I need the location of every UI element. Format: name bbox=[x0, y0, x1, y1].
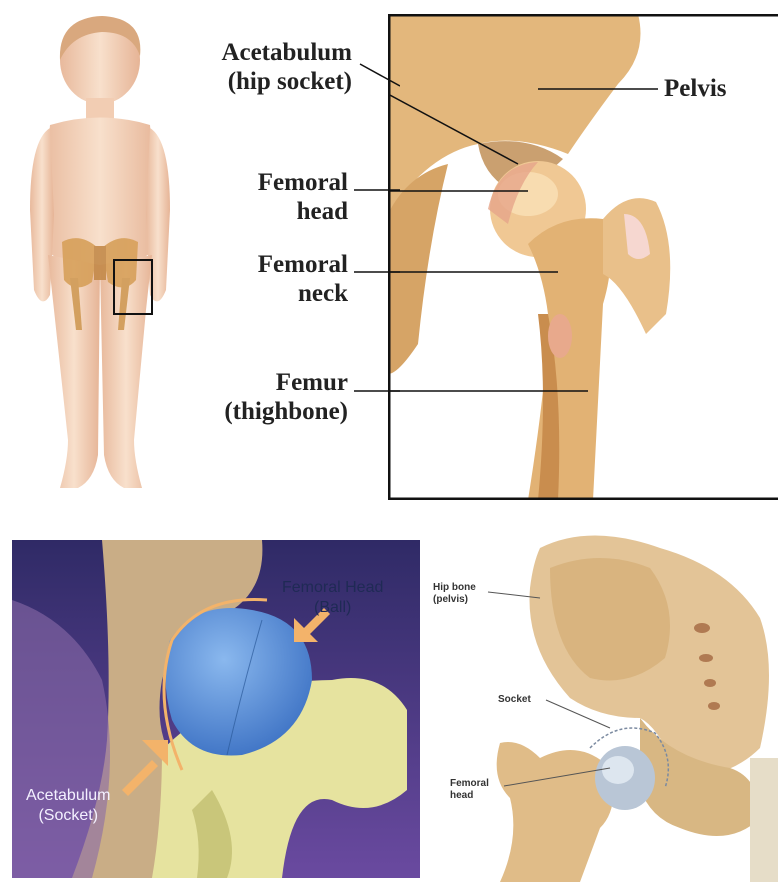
label-3d-femoral-head: Femoral Head (Ball) bbox=[282, 578, 383, 618]
pointer-leaders bbox=[340, 60, 400, 400]
pelvis-socket-illustration bbox=[430, 528, 778, 882]
label-socket: Socket bbox=[498, 694, 531, 706]
label-femur: Femur (thighbone) bbox=[224, 368, 348, 426]
label-acetabulum: Acetabulum (hip socket) bbox=[221, 38, 352, 96]
label-femoral-neck: Femoral neck bbox=[258, 250, 348, 308]
label-3d-acetabulum: Acetabulum (Socket) bbox=[26, 786, 111, 826]
label-hip-bone: Hip bone (pelvis) bbox=[433, 582, 476, 606]
label-rt-femoral-head: Femoral head bbox=[450, 778, 489, 802]
render-3d-panel: Femoral Head (Ball) Acetabulum (Socket) bbox=[12, 540, 420, 878]
child-body-illustration bbox=[20, 10, 190, 500]
child-figure bbox=[20, 10, 190, 500]
label-femoral-head: Femoral head bbox=[258, 168, 348, 226]
pelvis-illustration-panel: Hip bone (pelvis) Socket Femoral head bbox=[430, 528, 778, 882]
label-pelvis: Pelvis bbox=[664, 74, 727, 103]
